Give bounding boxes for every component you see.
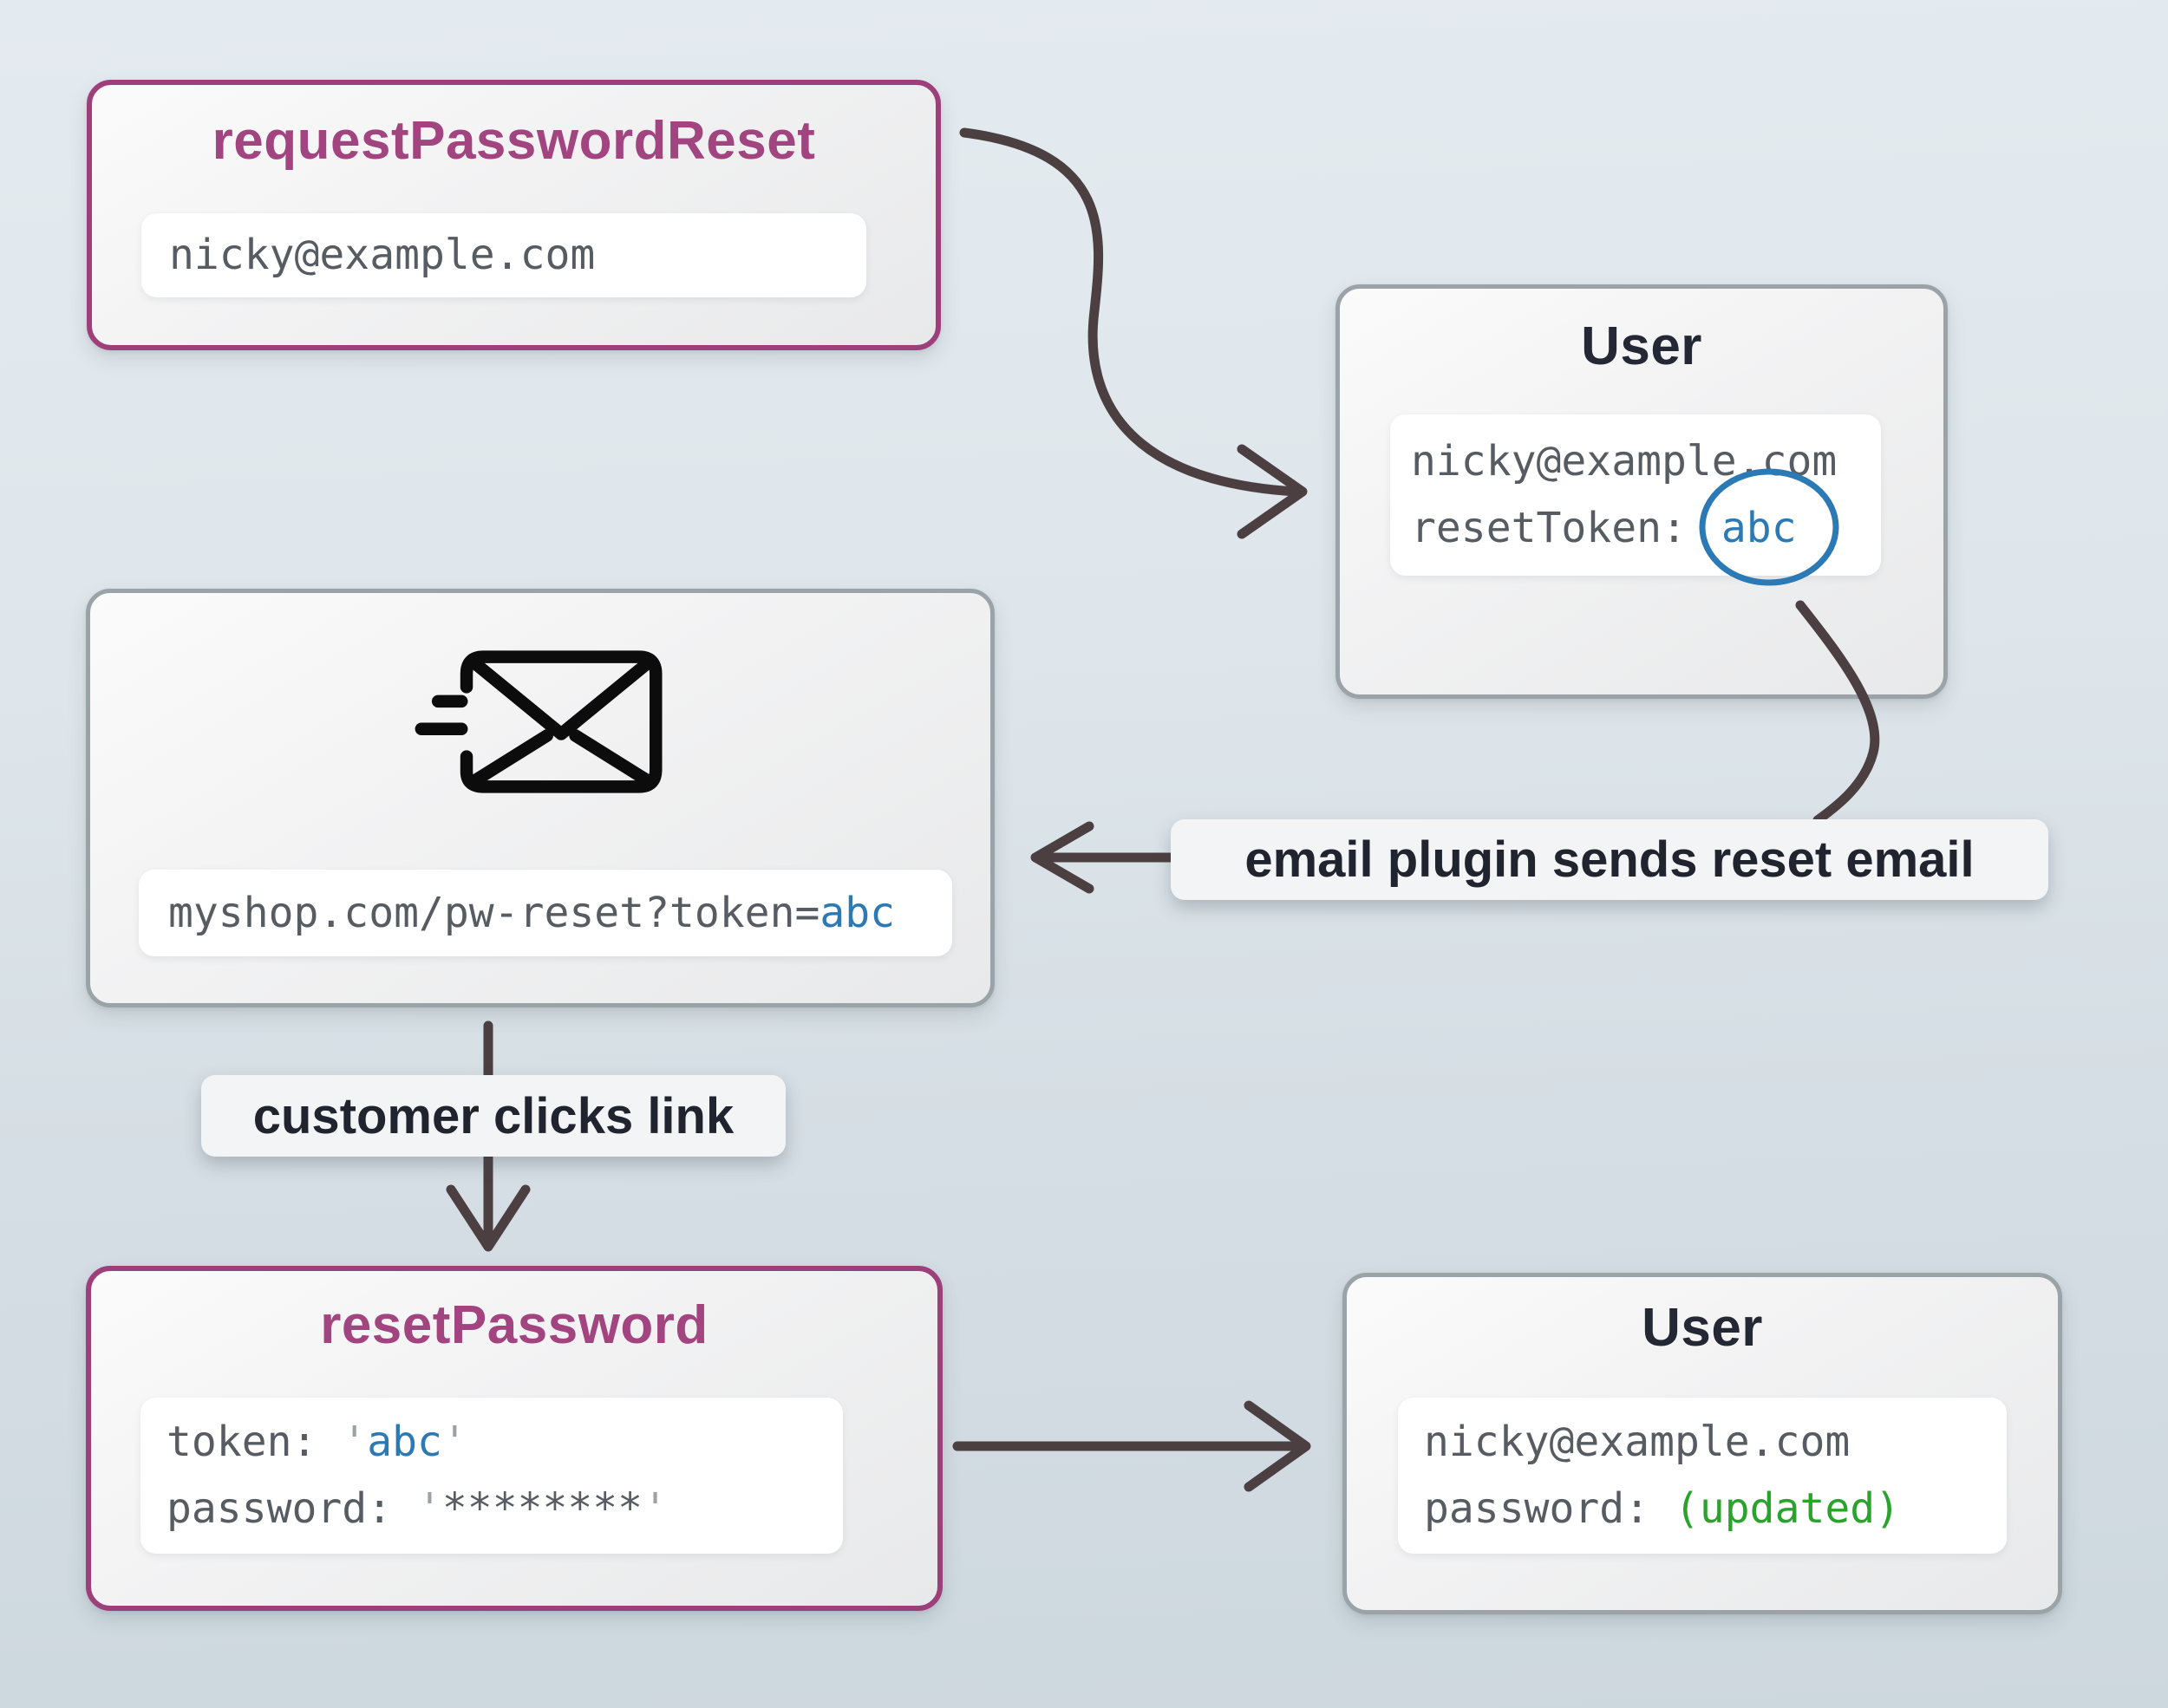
reset-link-url-token: abc [820,889,896,937]
email-plugin-label: email plugin sends reset email [1171,819,2048,900]
token-line: token: 'abc' [167,1409,843,1476]
user-record-bottom-title: User [1642,1298,1763,1358]
user-bottom-password-line: password: (updated) [1424,1476,2007,1542]
password-line: password: '********' [167,1476,843,1542]
arrow-email-to-reset-head [446,1184,531,1252]
token-open-quote: ' [342,1418,368,1466]
password-masked-value: ******** [441,1484,643,1533]
reset-token-label: resetToken: [1411,504,1687,552]
reset-email-box: myshop.com/pw-reset?token=abc [86,589,995,1007]
token-label: token: [167,1418,343,1466]
user-record-top-box: User nicky@example.com resetToken: abc [1335,284,1948,699]
reset-password-title: resetPassword [320,1295,709,1355]
email-input-field: nicky@example.com [141,213,866,297]
token-close-quote: ' [441,1418,467,1466]
user-record-bottom-box: User nicky@example.com password: (update… [1342,1273,2062,1614]
token-value: abc [367,1418,442,1466]
user-bottom-password-value: (updated) [1674,1484,1901,1533]
arrow-request-to-user [959,127,1301,497]
password-close-quote: ' [643,1484,668,1533]
user-record-top-title: User [1581,316,1702,376]
reset-password-box: resetPassword token: 'abc' password: '**… [86,1266,943,1611]
user-record-top-panel: nicky@example.com resetToken: abc [1390,414,1881,576]
password-label: password: [167,1484,417,1533]
user-top-reset-token-line: resetToken: abc [1411,495,1881,562]
arrow-reset-to-user-head [1244,1400,1311,1492]
user-top-email: nicky@example.com [1411,437,1838,486]
user-bottom-email: nicky@example.com [1424,1418,1851,1466]
arrow-label-to-email-head [1030,821,1094,894]
arrow-request-to-user-head [1237,444,1308,539]
customer-clicks-label: customer clicks link [201,1075,786,1157]
reset-link-field: myshop.com/pw-reset?token=abc [139,870,952,956]
user-record-bottom-panel: nicky@example.com password: (updated) [1398,1398,2007,1554]
reset-link-url-prefix: myshop.com/pw-reset?token= [168,889,820,937]
reset-password-panel: token: 'abc' password: '********' [140,1398,843,1554]
send-email-icon [415,650,663,793]
reset-link-url: myshop.com/pw-reset?token=abc [168,870,952,956]
user-bottom-password-label: password: [1424,1484,1675,1533]
request-password-reset-box: requestPasswordReset nicky@example.com [87,80,941,350]
request-password-reset-title: requestPasswordReset [212,111,816,171]
password-open-quote: ' [416,1484,442,1533]
reset-token-value: abc [1721,504,1797,552]
email-value: nicky@example.com [169,231,596,279]
